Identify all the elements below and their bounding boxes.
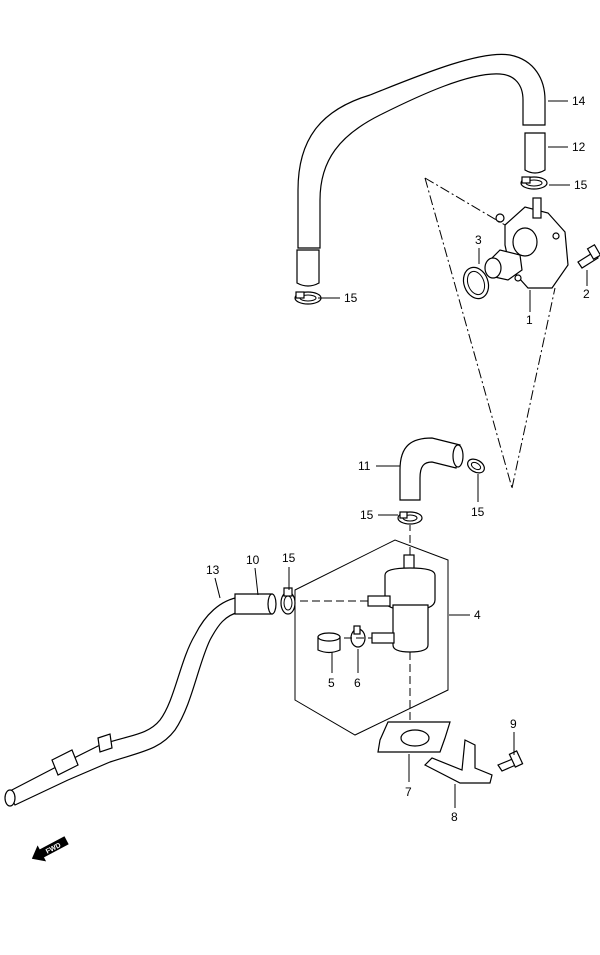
callout-7: 7 — [405, 785, 412, 799]
callout-14: 14 — [572, 94, 586, 108]
clamp-15-right — [467, 458, 485, 474]
bracket-8 — [423, 739, 493, 784]
hose-10 — [234, 593, 277, 615]
leader-lines — [214, 100, 588, 808]
callout-11: 11 — [358, 459, 371, 473]
callout-3: 3 — [475, 233, 482, 247]
clamp-15-mid — [397, 511, 423, 525]
fuel-filter-4 — [367, 554, 436, 653]
clamp-15-top — [520, 176, 548, 190]
clamp-15-bottom — [280, 587, 296, 615]
bolt-2 — [577, 243, 600, 269]
hose-12 — [296, 132, 546, 287]
callout-5: 5 — [328, 676, 335, 690]
fwd-label: FWD — [45, 842, 62, 856]
callout-15-mid: 15 — [360, 508, 374, 522]
elbow-hose-11 — [399, 437, 464, 501]
clip-6 — [350, 625, 366, 648]
callout-4: 4 — [474, 608, 481, 622]
callout-8: 8 — [451, 810, 458, 824]
fuel-pump-1 — [484, 197, 569, 289]
filter-outline — [294, 539, 449, 736]
o-ring-3 — [462, 266, 490, 300]
hose-13 — [4, 596, 241, 807]
callout-15-top: 15 — [574, 178, 588, 192]
clamp-15-left — [294, 291, 322, 305]
callout-9: 9 — [510, 717, 517, 731]
callout-1: 1 — [526, 313, 533, 327]
bracket-7 — [377, 721, 451, 753]
callout-15-right: 15 — [471, 505, 485, 519]
callout-2: 2 — [583, 287, 590, 301]
callout-15-left: 15 — [344, 291, 358, 305]
fwd-arrow-icon: FWD — [31, 836, 69, 862]
callout-15-bottom: 15 — [282, 551, 296, 565]
callout-13: 13 — [206, 563, 220, 577]
callout-6: 6 — [354, 676, 361, 690]
joint-5 — [317, 632, 341, 654]
hose-14 — [297, 53, 546, 249]
callout-10: 10 — [246, 553, 260, 567]
bolt-9 — [497, 750, 524, 772]
callout-12: 12 — [572, 140, 586, 154]
